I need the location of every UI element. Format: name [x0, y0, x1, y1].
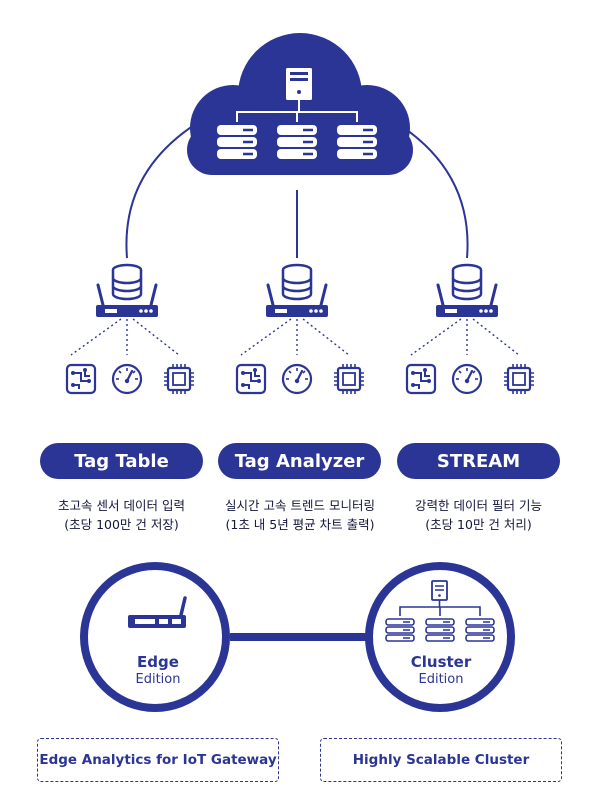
database-icon — [281, 263, 313, 301]
gauge-icon — [451, 363, 483, 395]
circuit-icon — [235, 363, 267, 395]
gauge-icon — [111, 363, 143, 395]
dotted-links — [410, 318, 520, 356]
edge-analytics-box: Edge Analytics for IoT Gateway — [37, 738, 279, 782]
chip-icon — [502, 362, 536, 396]
edition-connector — [230, 633, 370, 641]
stream-desc-line1: 강력한 데이터 필터 기능 — [415, 498, 542, 513]
tag-table-desc-line1: 초고속 센서 데이터 입력 — [58, 498, 185, 513]
link-cloud-right — [391, 119, 469, 259]
tag-analyzer-desc-line1: 실시간 고속 트렌드 모니터링 — [225, 498, 375, 513]
gateway-group-stream — [405, 263, 536, 396]
dotted-links — [240, 318, 350, 356]
router-icon — [128, 596, 187, 628]
cloud-server-icon — [215, 123, 259, 161]
edge-edition-subtitle: Edition — [135, 672, 181, 687]
stream-desc-line2: (초당 10만 건 처리) — [425, 517, 532, 532]
cluster-edition-subtitle: Edition — [418, 672, 464, 687]
edge-analytics-label: Edge Analytics for IoT Gateway — [39, 752, 277, 768]
scalable-cluster-label: Highly Scalable Cluster — [352, 752, 530, 768]
gateway-group-tag-table — [65, 263, 196, 396]
dotted-links — [70, 318, 180, 356]
stream-pill: STREAM — [397, 443, 560, 479]
stream-description: 강력한 데이터 필터 기능 (초당 10만 건 처리) — [382, 496, 575, 534]
tag-table-title: Tag Table — [74, 450, 169, 472]
stream-title: STREAM — [436, 450, 521, 472]
circuit-icon — [405, 363, 437, 395]
chip-icon — [332, 362, 366, 396]
gateway-group-tag-analyzer — [235, 263, 366, 396]
tag-analyzer-description: 실시간 고속 트렌드 모니터링 (1초 내 5년 평균 차트 출력) — [200, 496, 400, 534]
tag-analyzer-desc-line2: (1초 내 5년 평균 차트 출력) — [225, 517, 375, 532]
tag-table-desc-line2: (초당 100만 건 저장) — [64, 517, 179, 532]
cloud-server-icon — [275, 123, 319, 161]
gauge-icon — [281, 363, 313, 395]
tag-analyzer-pill: Tag Analyzer — [218, 443, 381, 479]
tag-analyzer-title: Tag Analyzer — [234, 450, 365, 472]
edge-edition-circle — [80, 562, 230, 712]
cloud-server-icon — [335, 123, 379, 161]
edge-edition-title: Edge — [137, 653, 179, 671]
scalable-cluster-box: Highly Scalable Cluster — [320, 738, 562, 782]
circuit-icon — [65, 363, 97, 395]
cloud-tree-lines — [236, 100, 358, 122]
database-icon — [451, 263, 483, 301]
server-cluster-icon — [385, 580, 495, 642]
database-icon — [111, 263, 143, 301]
link-cloud-left — [125, 119, 203, 259]
tag-table-description: 초고속 센서 데이터 입력 (초당 100만 건 저장) — [25, 496, 218, 534]
tag-table-pill: Tag Table — [40, 443, 203, 479]
server-tower-icon — [286, 68, 312, 100]
cluster-edition-title: Cluster — [410, 653, 472, 671]
chip-icon — [162, 362, 196, 396]
